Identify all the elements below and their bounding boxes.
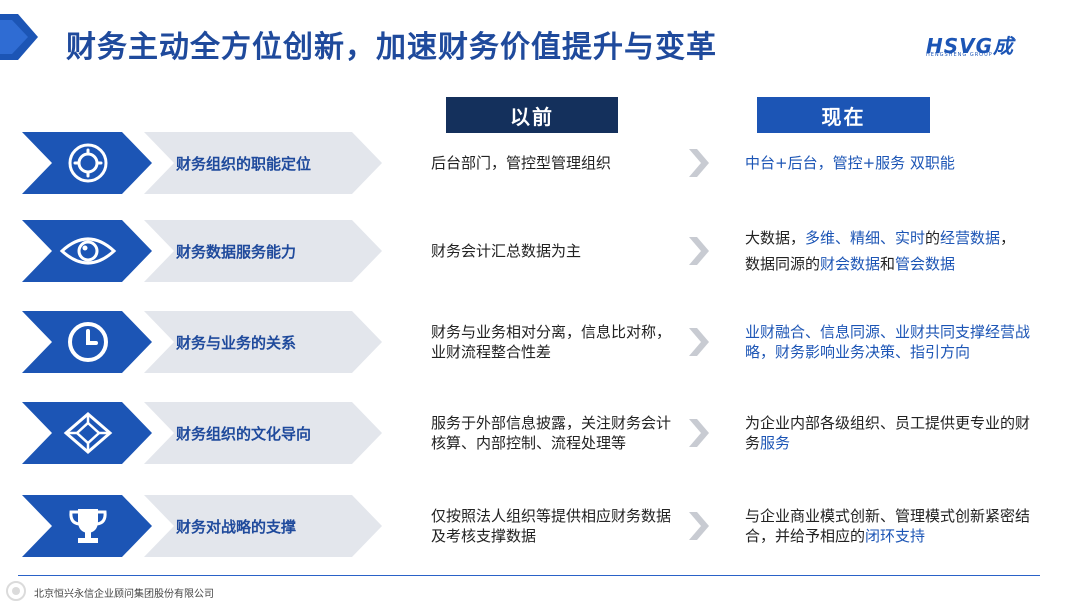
header-now: 现在 <box>757 97 930 133</box>
now-cell: 中台+后台，管控+服务 双职能 <box>745 150 955 176</box>
row-chevron-banner <box>22 132 382 194</box>
chevron-right-icon <box>689 512 709 540</box>
now-cell: 为企业内部各级组织、员工提供更专业的财务服务 <box>745 413 1035 453</box>
page-title: 财务主动全方位创新，加速财务价值提升与变革 <box>66 30 717 65</box>
row-label: 财务组织的职能定位 <box>176 154 312 173</box>
now-segment: 数据同源的 <box>745 255 821 273</box>
corner-decoration <box>0 14 38 60</box>
now-segment: 管会数据 <box>895 255 956 273</box>
chevron-right-icon <box>689 237 709 265</box>
footer-divider <box>18 575 1040 576</box>
header-before: 以前 <box>446 97 618 133</box>
now-cell: 业财融合、信息同源、业财共同支撑经营战略，财务影响业务决策、指引方向 <box>745 322 1035 362</box>
comparison-row: 财务与业务的关系 财务与业务相对分离，信息比对称，业财流程整合性差 业财融合、信… <box>0 311 1080 373</box>
comparison-row: 财务数据服务能力 财务会计汇总数据为主 大数据，多维、精细、实时的经营数据， 数据… <box>0 220 1080 282</box>
gear-circle-icon <box>56 140 120 186</box>
logo-text: HSVG成 <box>926 34 1015 58</box>
now-segment: 与企业商业模式创新、管理模式创新紧密结合，并给予相应的 <box>745 507 1031 545</box>
row-now-text: 业财融合、信息同源、业财共同支撑经营战略，财务影响业务决策、指引方向 <box>745 311 1035 373</box>
row-label: 财务数据服务能力 <box>176 242 297 261</box>
row-chevron-banner <box>22 220 382 282</box>
chevron-right-icon <box>689 149 709 177</box>
row-before-text: 财务与业务相对分离，信息比对称，业财流程整合性差 <box>431 311 681 373</box>
comparison-row: 财务组织的职能定位 后台部门，管控型管理组织 中台+后台，管控+服务 双职能 <box>0 132 1080 194</box>
comparison-row: 财务对战略的支撑 仅按照法人组织等提供相应财务数据及考核支撑数据 与企业商业模式… <box>0 495 1080 557</box>
now-segment: 的 <box>925 229 941 247</box>
chevron-right-icon <box>689 328 709 356</box>
row-now-text: 为企业内部各级组织、员工提供更专业的财务服务 <box>745 402 1035 464</box>
before-cell: 服务于外部信息披露，关注财务会计核算、内部控制、流程处理等 <box>431 414 672 452</box>
row-now-text: 中台+后台，管控+服务 双职能 <box>745 132 1035 194</box>
now-segment: 经营数据 <box>940 229 1001 247</box>
row-now-text: 大数据，多维、精细、实时的经营数据， 数据同源的财会数据和管会数据 <box>745 220 1035 282</box>
before-cell: 财务与业务相对分离，信息比对称，业财流程整合性差 <box>431 323 672 361</box>
row-before-text: 财务会计汇总数据为主 <box>431 220 681 282</box>
company-logo: HSVG成 HENGSHENG GROUP <box>926 30 1038 58</box>
before-cell: 财务会计汇总数据为主 <box>431 242 582 260</box>
chevron-right-icon <box>689 419 709 447</box>
row-now-text: 与企业商业模式创新、管理模式创新紧密结合，并给予相应的闭环支持 <box>745 495 1035 557</box>
before-cell: 后台部门，管控型管理组织 <box>431 154 612 172</box>
before-cell: 仅按照法人组织等提供相应财务数据及考核支撑数据 <box>431 507 672 545</box>
row-before-text: 后台部门，管控型管理组织 <box>431 132 681 194</box>
comparison-row: 财务组织的文化导向 服务于外部信息披露，关注财务会计核算、内部控制、流程处理等 … <box>0 402 1080 464</box>
cube-icon <box>56 410 120 456</box>
now-segment: ， <box>1000 229 1016 247</box>
now-segment: 财会数据 <box>820 255 881 273</box>
now-segment: 为企业内部各级组织、员工提供更专业的财务 <box>745 414 1031 452</box>
logo-subtitle: HENGSHENG GROUP <box>926 52 993 58</box>
row-label: 财务对战略的支撑 <box>176 517 297 536</box>
now-cell: 大数据，多维、精细、实时的经营数据， 数据同源的财会数据和管会数据 <box>745 225 1015 277</box>
row-chevron-banner <box>22 402 382 464</box>
trophy-icon <box>56 503 120 549</box>
eye-icon <box>56 228 120 274</box>
now-segment: 中台+后台，管控+服务 双职能 <box>745 154 955 172</box>
now-segment: 多维、精细、实时 <box>805 229 926 247</box>
now-segment: 业财融合、信息同源、业财共同支撑经营战略，财务影响业务决策、指引方向 <box>745 323 1031 361</box>
row-label: 财务与业务的关系 <box>176 333 297 352</box>
footer-company-name: 北京恒兴永信企业顾问集团股份有限公司 <box>34 589 214 600</box>
clock-icon <box>56 319 120 365</box>
now-segment: 大数据， <box>745 229 806 247</box>
row-before-text: 仅按照法人组织等提供相应财务数据及考核支撑数据 <box>431 495 681 557</box>
now-segment: 闭环支持 <box>865 527 926 545</box>
now-segment: 和 <box>880 255 896 273</box>
now-cell: 与企业商业模式创新、管理模式创新紧密结合，并给予相应的闭环支持 <box>745 506 1035 546</box>
watermark-logo <box>6 581 26 601</box>
row-label: 财务组织的文化导向 <box>176 424 312 443</box>
row-before-text: 服务于外部信息披露，关注财务会计核算、内部控制、流程处理等 <box>431 402 681 464</box>
now-segment: 服务 <box>760 434 791 452</box>
